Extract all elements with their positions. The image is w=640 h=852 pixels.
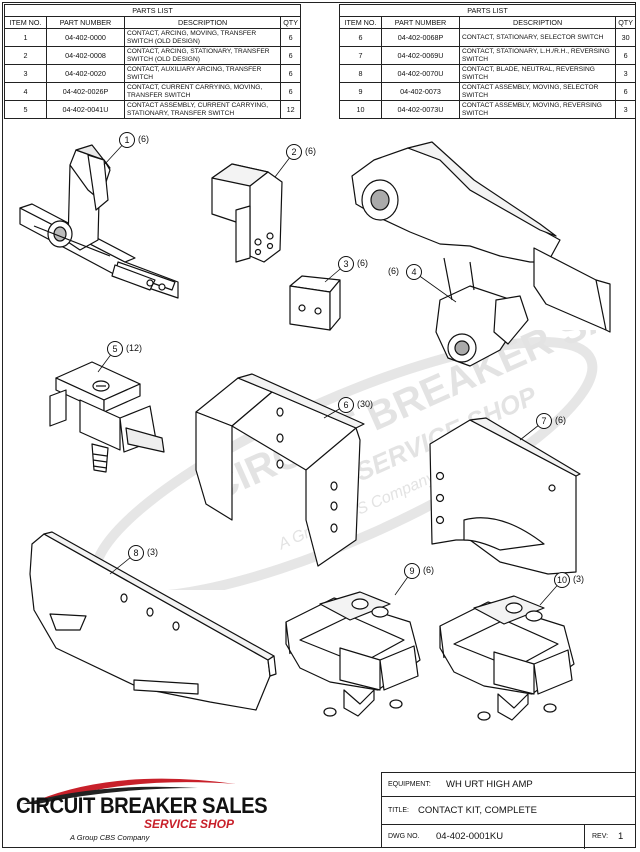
logo-sub-text: SERVICE SHOP [144,817,235,831]
logo-main-text: CIRCUIT BREAKER SALES [16,793,268,818]
qty-cell: 6 [615,46,636,65]
logo-tagline: A Group CBS Company [70,833,150,842]
title-value: CONTACT KIT, COMPLETE [418,805,537,816]
callout-quantity: (6) [423,565,434,575]
callout-number: 3 [343,259,349,269]
part-3-drawing [289,275,341,331]
part-5-drawing [49,361,165,473]
callout-balloon-1: 1 [119,132,135,148]
callout-quantity: (6) [305,146,316,156]
part-4-drawing [351,141,611,367]
callout-quantity: (3) [147,547,158,557]
item-no-cell: 5 [4,100,47,119]
header-qty: QTY [280,16,301,29]
equipment-label: EQUIPMENT: [388,781,431,788]
logo-swoosh [22,778,236,804]
callout-number: 6 [343,400,349,410]
part-2-drawing [211,163,283,263]
equipment-value: WH URT HIGH AMP [446,779,533,790]
description-cell: CONTACT ASSEMBLY, CURRENT CARRYING, STAT… [123,100,282,119]
callout-balloon-2: 2 [286,144,302,160]
title-row: TITLE: CONTACT KIT, COMPLETE [382,797,636,825]
part-9-drawing [285,591,421,717]
qty-cell: 12 [280,100,301,119]
callout-quantity: (6) [555,415,566,425]
description-cell: CONTACT ASSEMBLY, MOVING, REVERSING SWIT… [458,100,617,119]
callout-number: 10 [556,575,567,585]
callout-balloon-6: 6 [338,397,354,413]
equipment-row: EQUIPMENT: WH URT HIGH AMP [382,773,636,797]
callout-number: 1 [124,135,130,145]
part-number-cell: 04-402-0073U [381,100,460,119]
callout-quantity: (6) [357,258,368,268]
callout-balloon-5: 5 [107,341,123,357]
part-1-drawing [19,144,179,299]
callout-balloon-4: 4 [406,264,422,280]
callout-quantity: (12) [126,343,143,353]
qty-cell: 3 [615,100,636,119]
callout-number: 7 [541,416,547,426]
callout-quantity: (30) [357,399,374,409]
company-logo: CIRCUIT BREAKER SALES SERVICE SHOP A Gro… [8,774,268,844]
rev-divider [584,825,585,849]
title-block: EQUIPMENT: WH URT HIGH AMP TITLE: CONTAC… [381,772,636,849]
callout-number: 2 [291,147,297,157]
dwg-row: DWG NO. 04-402-0001KU REV: 1 [382,825,636,849]
callout-balloon-9: 9 [404,563,420,579]
callout-number: 4 [411,267,417,277]
part-7-drawing [429,417,581,575]
callout-balloon-3: 3 [338,256,354,272]
part-6-drawing [195,373,365,567]
callout-number: 5 [112,344,118,354]
parts-list-left: PARTS LIST ITEM NO. PART NUMBER DESCRIPT… [4,4,301,119]
part-8-drawing [29,531,277,711]
rev-value: 1 [618,831,624,842]
callout-quantity: (3) [573,574,584,584]
callout-balloon-10: 10 [554,572,570,588]
dwg-label: DWG NO. [388,833,420,840]
dwg-value: 04-402-0001KU [436,831,504,842]
parts-list-right: PARTS LIST ITEM NO. PART NUMBER DESCRIPT… [339,4,636,119]
callout-balloon-7: 7 [536,413,552,429]
callout-quantity: (6) [388,266,399,276]
callout-number: 9 [409,566,415,576]
part-10-drawing [439,595,575,721]
callout-number: 8 [133,548,139,558]
title-label: TITLE: [388,807,410,814]
callout-quantity: (6) [138,134,149,144]
rev-label: REV: [592,833,609,840]
callout-balloon-8: 8 [128,545,144,561]
